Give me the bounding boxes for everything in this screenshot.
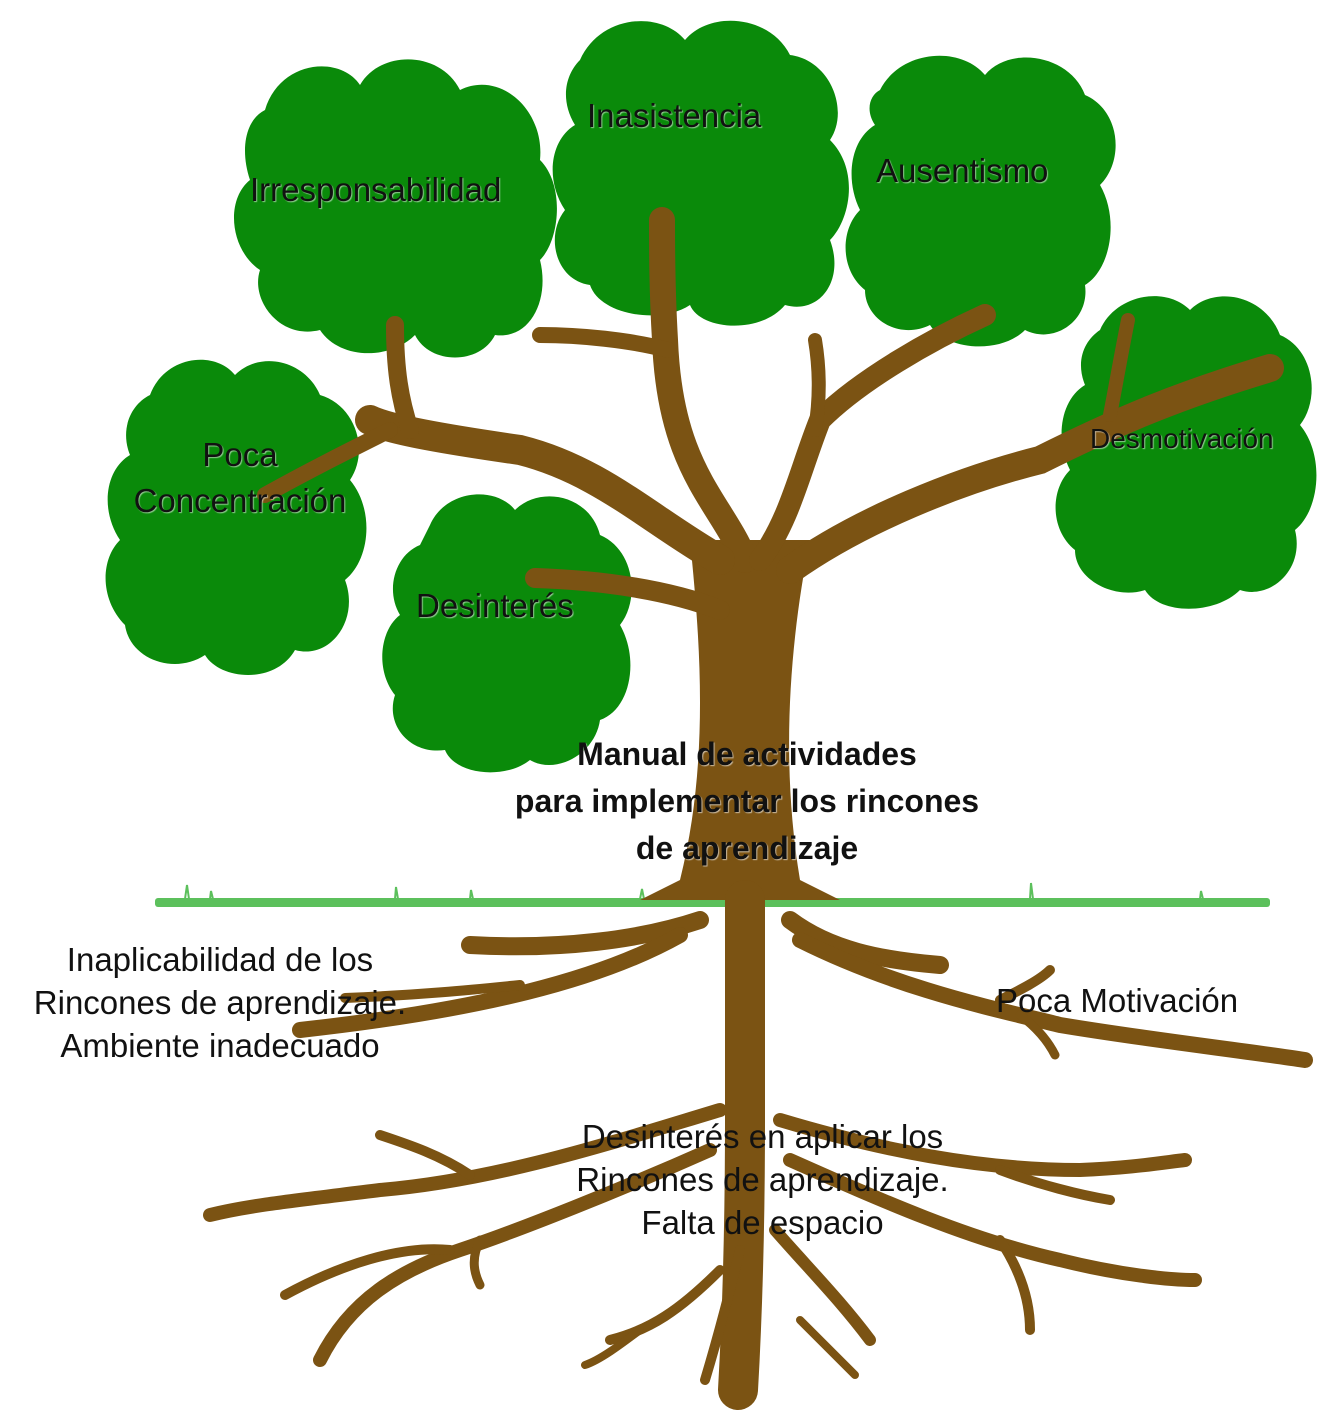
root-left-4c bbox=[474, 1240, 480, 1285]
effect-poca-concentracion-line-1: Poca bbox=[119, 433, 361, 476]
effect-irresponsabilidad: Irresponsabilidad bbox=[250, 168, 501, 211]
cause-left-line-1: Inaplicabilidad de los bbox=[4, 938, 436, 981]
cause-bottom-line-3: Falta de espacio bbox=[540, 1201, 985, 1244]
cause-bottom-line-1: Desinterés en aplicar los bbox=[540, 1115, 985, 1158]
cause-bottom-line-2: Rincones de aprendizaje. bbox=[540, 1158, 985, 1201]
cause-left-line-2: Rincones de aprendizaje. bbox=[4, 981, 436, 1024]
effect-poca-concentracion: Poca Concentración bbox=[119, 433, 361, 522]
effect-ausentismo: Ausentismo bbox=[876, 149, 1048, 192]
central-problem: Manual de actividades para implementar l… bbox=[472, 731, 1022, 872]
central-problem-line-3: de aprendizaje bbox=[472, 825, 1022, 872]
central-problem-line-1: Manual de actividades bbox=[472, 731, 1022, 778]
effect-inasistencia: Inasistencia bbox=[587, 94, 761, 137]
root-left-3b bbox=[380, 1135, 470, 1175]
effect-poca-concentracion-line-2: Concentración bbox=[119, 479, 361, 522]
cause-right: Poca Motivación bbox=[996, 979, 1238, 1022]
root-left-5 bbox=[610, 1270, 720, 1340]
central-problem-line-2: para implementar los rincones bbox=[472, 778, 1022, 825]
cause-bottom: Desinterés en aplicar los Rincones de ap… bbox=[540, 1115, 985, 1244]
branch-right-upper bbox=[815, 340, 819, 430]
root-right-5 bbox=[775, 1230, 870, 1340]
canopy-inasistencia bbox=[553, 21, 849, 326]
effect-desinteres: Desinterés bbox=[416, 584, 574, 627]
cause-left: Inaplicabilidad de los Rincones de apren… bbox=[4, 938, 436, 1067]
effect-desmotivacion: Desmotivación bbox=[1090, 417, 1274, 460]
root-right-5b bbox=[800, 1320, 855, 1375]
branch-center-left bbox=[540, 335, 668, 350]
canopy-ausentismo bbox=[846, 56, 1116, 347]
cause-left-line-3: Ambiente inadecuado bbox=[4, 1024, 436, 1067]
